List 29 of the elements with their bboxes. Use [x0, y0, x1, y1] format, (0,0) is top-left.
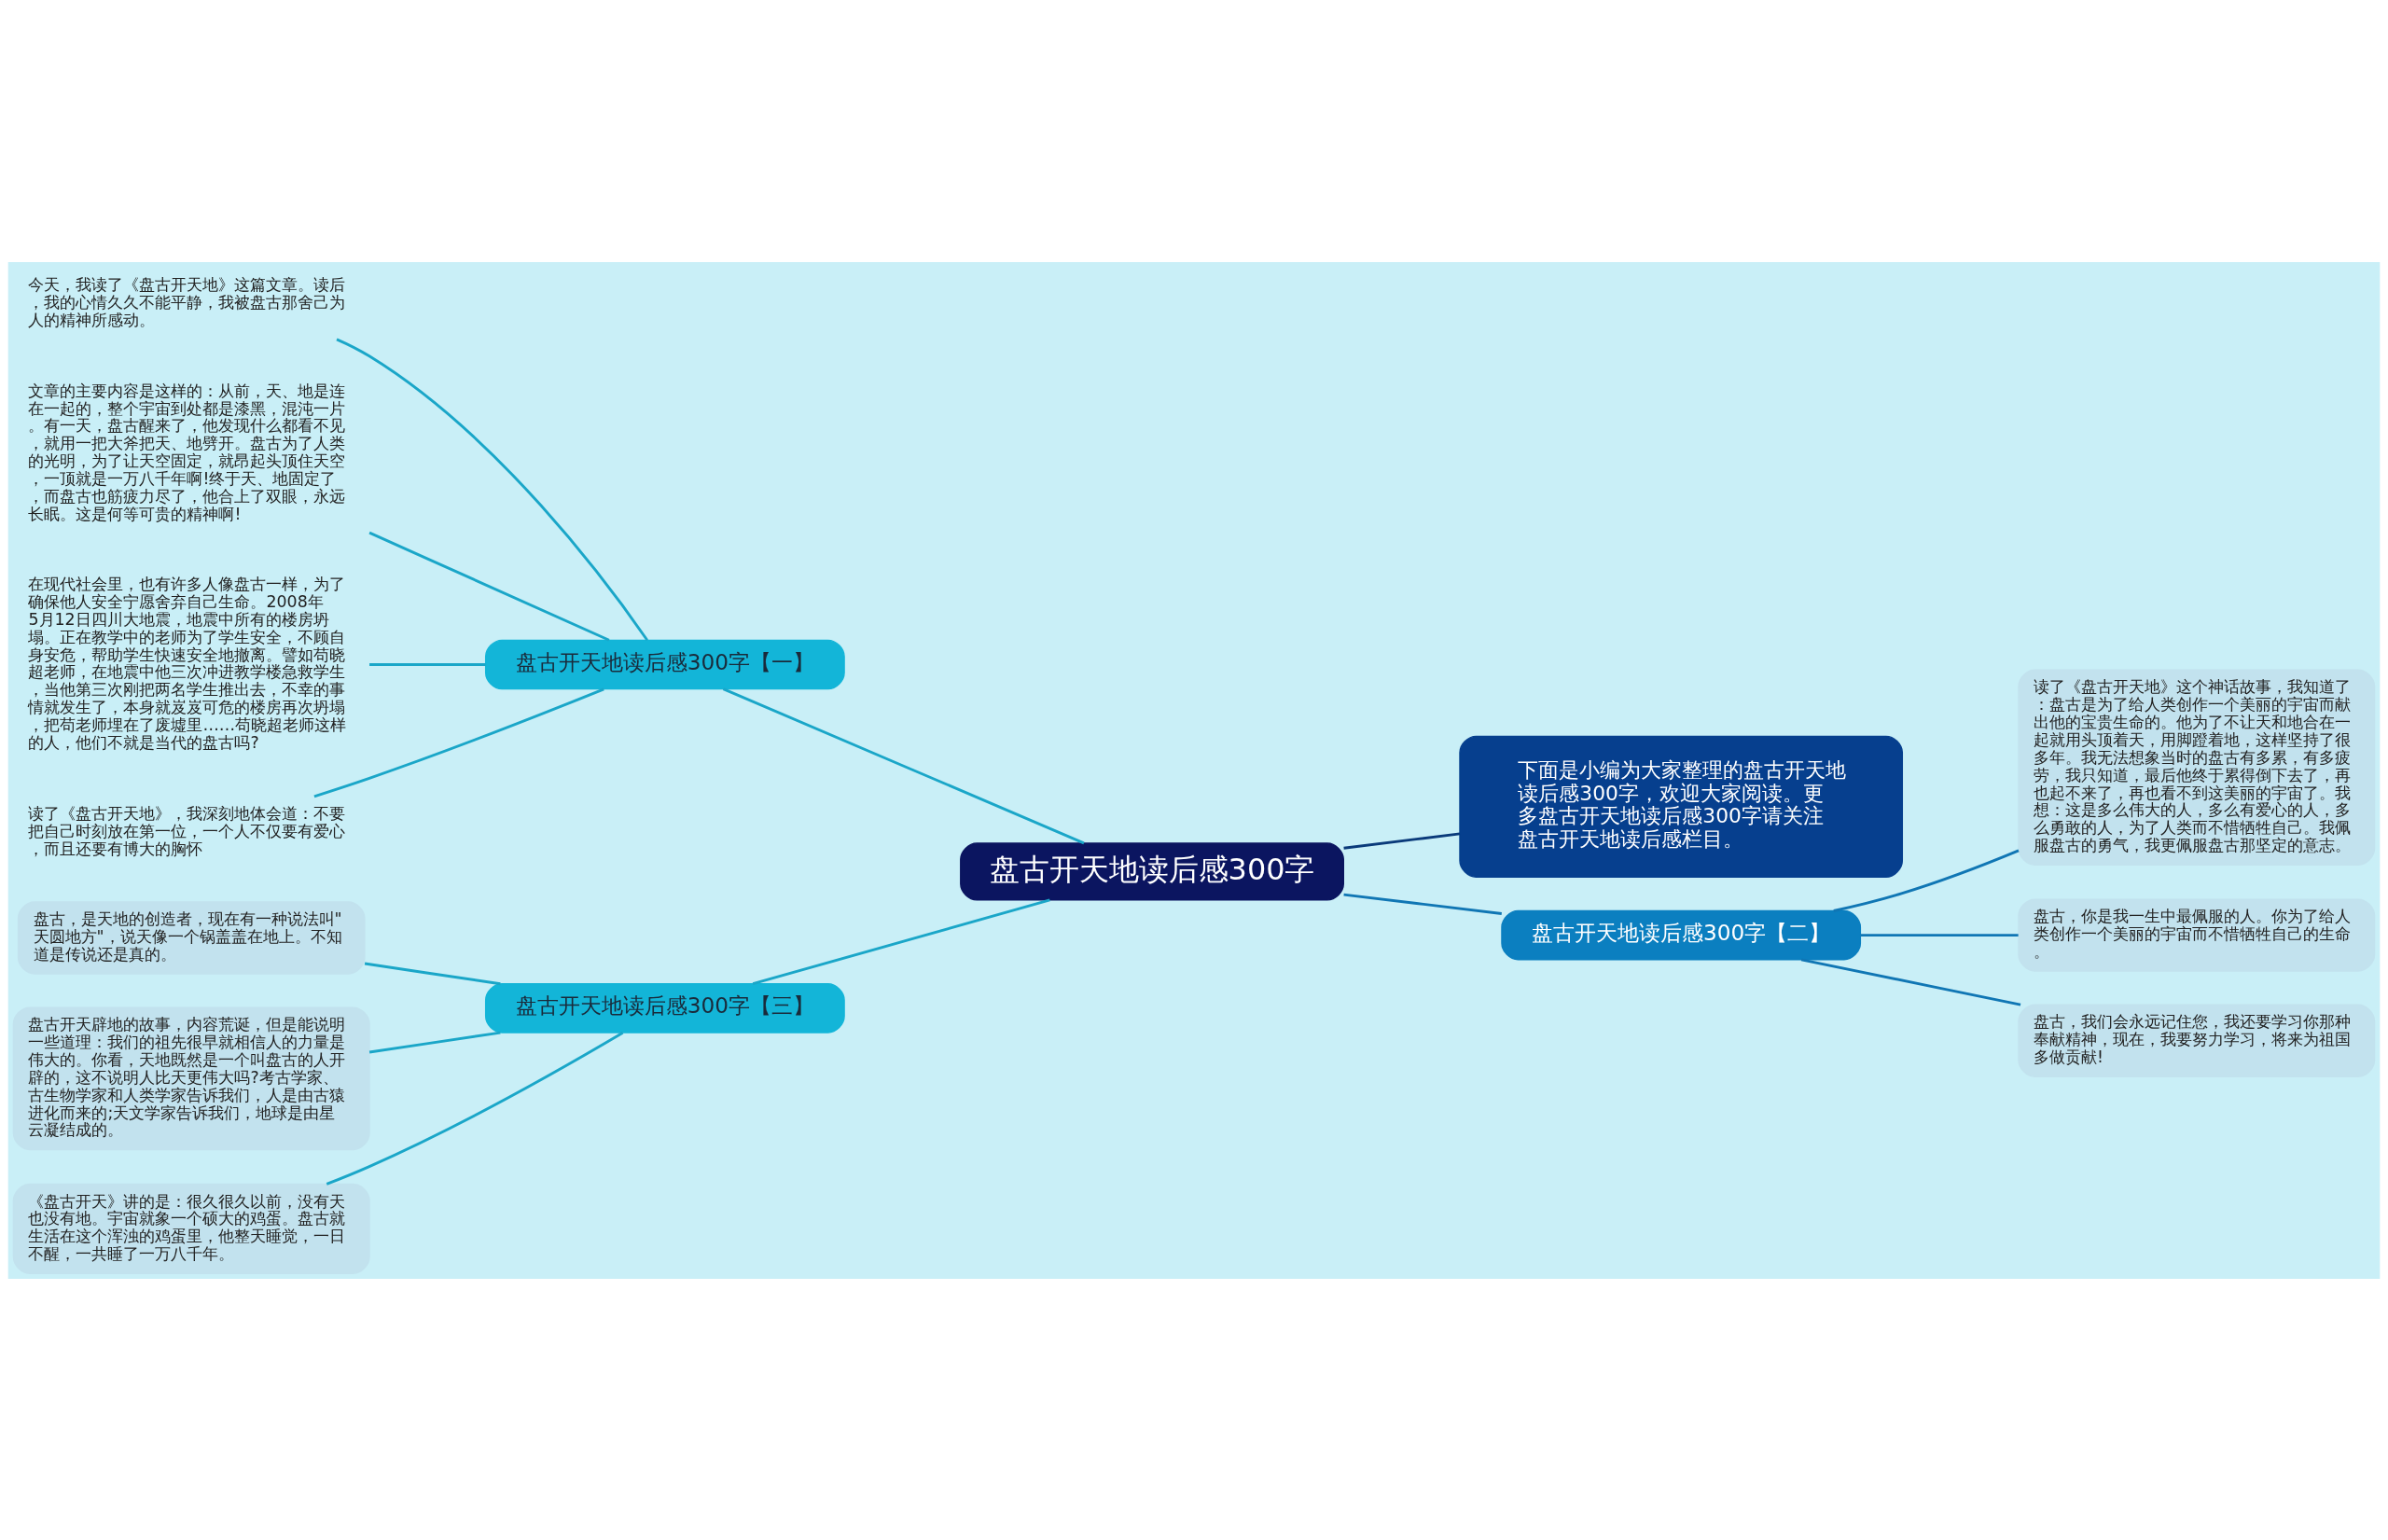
node-box: 盘古开天辟地的故事，内容荒诞，但是能说明一些道理：我们的祖先很早就相信人的力量是伟大的。你看，天地既然是一个叫盘古的人开辟的，这不说明人比天更伟大吗?考古学家、古生物学家和人类学家告诉我们，人是由古猿进化而来的;天文学家告诉我们，地球是由星云凝结成的。 — [12, 1006, 370, 1150]
connector — [1800, 957, 2021, 1006]
node-box: 盘古，是天地的创造者，现在有一种说法叫"天圆地方"，说天像一个锅盖盖在地上。不知道是传说还是真的。 — [17, 900, 366, 975]
connector — [1833, 849, 2020, 912]
node-box: 盘古开天地读后感300字【三】 — [484, 982, 845, 1034]
node-box: 《盘古开天》讲的是：很久很久以前，没有天也没有地。宇宙就象一个硕大的鸡蛋。盘古就生活在这个浑浊的鸡蛋里，他整天睡觉，一日不醒，一共睡了一万八千年。 — [12, 1183, 370, 1274]
node-text: 今天，我读了《盘古开天地》这篇文章。读后，我的心情久久不能平静，我被盘古那舍己为人的精神所感动。 — [28, 274, 346, 329]
connector — [364, 962, 501, 985]
connector — [326, 1031, 624, 1186]
connector — [313, 687, 604, 798]
node-text: 文章的主要内容是这样的：从前，天、地是连在一起的，整个宇宙到处都是漆黑，混沌一片。有一天，盘古醒来了，他发现什么都看不见，就用一把大斧把天、地劈开。盘古为了人类的光明，为了让天空固定，就昂起头顶住天空，一顶就是一万八千年啊!终于天、地固定了，而盘古也筋疲力尽了，他合上了双眼，永远长眠。这是何等可贵的精神啊! — [28, 381, 346, 523]
node-box: 盘古开天地读后感300字 — [960, 841, 1344, 901]
connector — [722, 687, 1085, 844]
connector — [368, 1031, 501, 1053]
node-box: 盘古，你是我一生中最佩服的人。你为了给人类创作一个美丽的宇宙而不惜牺牲自己的生命。 — [2018, 897, 2376, 972]
node-box: 下面是小编为大家整理的盘古开天地读后感300字，欢迎大家阅读。更多盘古开天地读后感300字请关注盘古开天地读后感栏目。 — [1459, 735, 1904, 878]
node-box: 读了《盘古开天地》这个神话故事，我知道了：盘古是为了给人类创作一个美丽的宇宙而献出他的宝贵生命的。他为了不让天和地合在一起就用头顶着天，用脚蹬着地，这样坚持了很多年。我无法想象当时的盘古有多累，有多疲劳，我只知道，最后他终于累得倒下去了，再也起不来了，再也看不到这美丽的宇宙了。我想：这是多么伟大的人，多么有爱心的人，多么勇敢的人，为了人类而不惜牺牲自己。我佩服盘古的勇气，我更佩服盘古那坚定的意志。 — [2018, 669, 2376, 866]
connector — [1860, 933, 2019, 936]
connector — [369, 662, 486, 666]
connector — [752, 898, 1050, 985]
connector — [1343, 831, 1461, 850]
node-box: 盘古开天地读后感300字【一】 — [484, 639, 845, 689]
connector — [368, 531, 610, 642]
node-text: 读了《盘古开天地》，我深刻地体会道：不要把自己时刻放在第一位，一个人不仅要有爱心，而且还要有博大的胸怀 — [28, 803, 346, 858]
node-text: 在现代社会里，也有许多人像盘古一样，为了确保他人安全宁愿舍弃自己生命。2008年5月12日四川大地震，地震中所有的楼房坍塌。正在教学中的老师为了学生安全，不顾自身安危，帮助学生快速安全地撤离。譬如苟晓超老师，在地震中他三次冲进教学楼急救学生，当他第三次刚把两名学生推出去，不幸的事情就发生了，本身就岌岌可危的楼房再次坍塌，把苟老师埋在了废墟里……苟晓超老师这样的人，他们不就是当代的盘古吗? — [28, 574, 347, 752]
connector — [1343, 893, 1502, 915]
node-box: 盘古，我们会永远记住您，我还要学习你那种奉献精神，现在，我要努力学习，将来为祖国多做贡献! — [2018, 1004, 2376, 1077]
connector — [336, 338, 648, 641]
node-box: 盘古开天地读后感300字【二】 — [1501, 909, 1862, 960]
